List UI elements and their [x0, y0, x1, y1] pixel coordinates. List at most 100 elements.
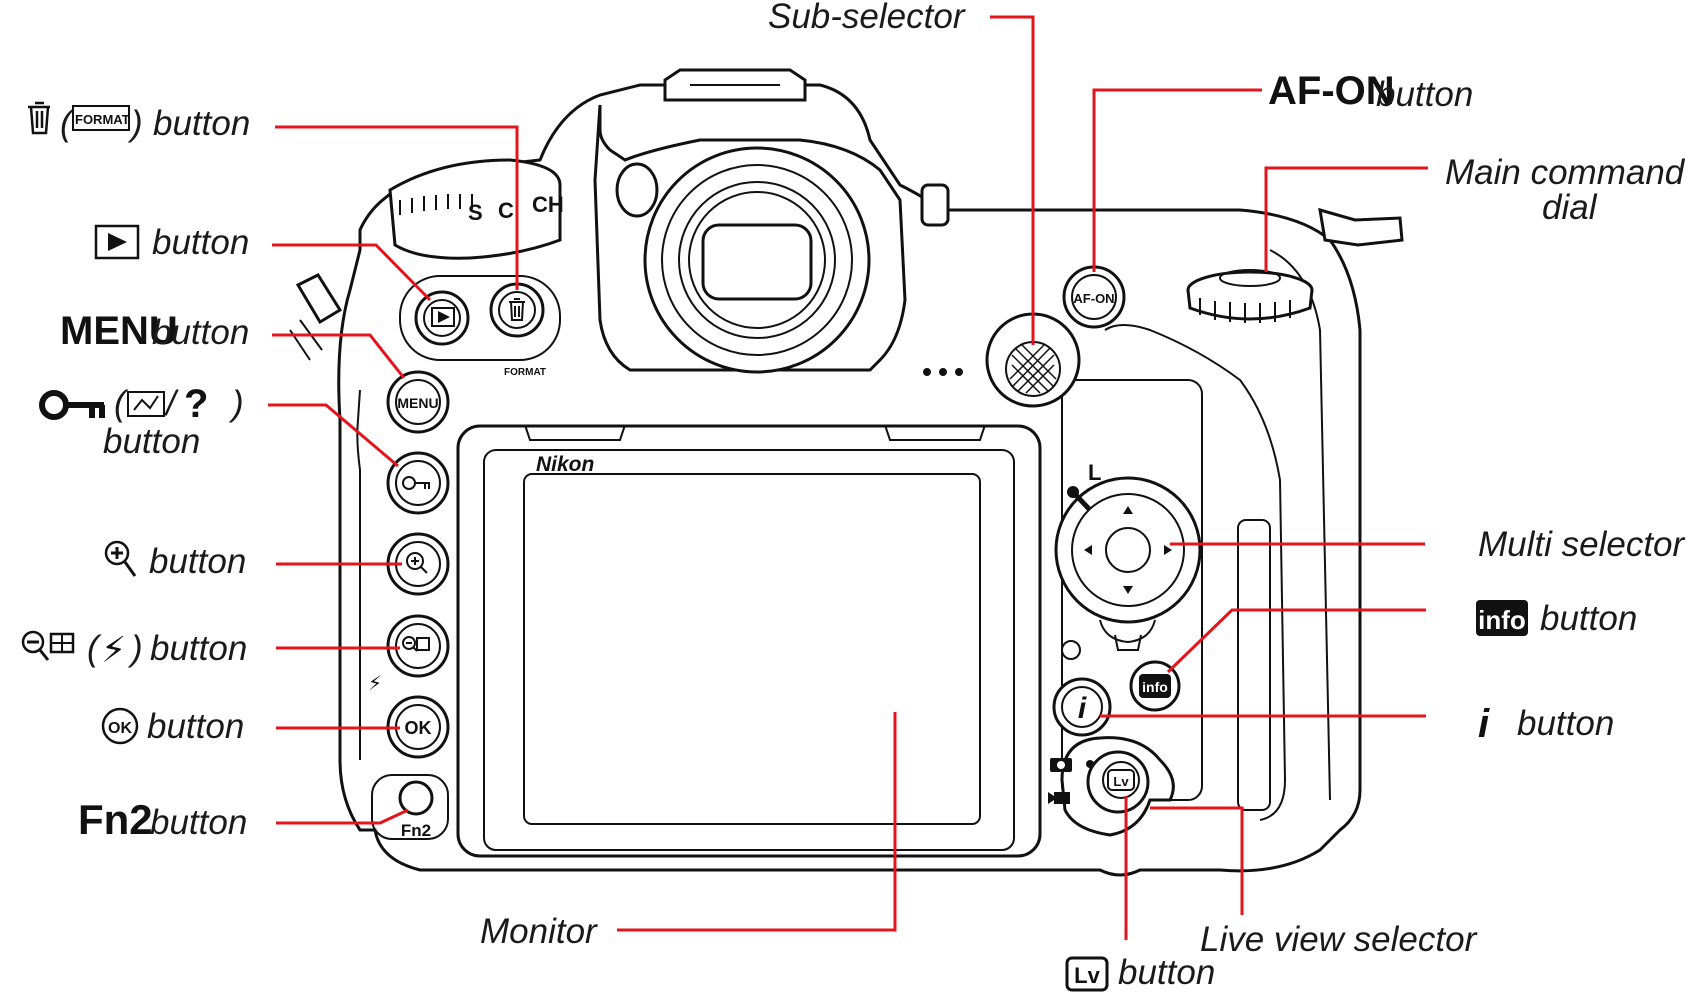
lv-callout-suffix: button [1118, 953, 1215, 992]
leader-info [1166, 608, 1426, 674]
info-callout: info button [1476, 599, 1637, 638]
info-button[interactable]: info [1129, 660, 1181, 712]
i-icon: i [1478, 702, 1490, 746]
multi-selector-control[interactable]: L [1054, 460, 1202, 651]
format-icon: FORMAT [72, 105, 130, 131]
delete-callout: ( FORMAT ) button [28, 101, 250, 143]
main-command-dial[interactable] [1186, 269, 1314, 323]
fn2-button-label: Fn2 [401, 821, 431, 840]
zoom-out-thumbnail-icon [21, 630, 75, 661]
help-icon: ? [184, 382, 208, 426]
paren-close: ) [228, 384, 244, 423]
fn2-callout-suffix: button [150, 803, 247, 842]
info-callout-suffix: button [1540, 599, 1637, 638]
lv-button-label: Lv [1113, 774, 1129, 789]
dial-c-label: C [498, 198, 514, 223]
zoom-out-thumbnail-icon [402, 636, 430, 652]
paren-open: ( [114, 384, 129, 423]
play-icon [108, 233, 127, 251]
fn2-callout-strong: Fn2 [78, 796, 153, 843]
leader-sub-selector [990, 15, 1035, 345]
left-arrow-icon [1084, 545, 1092, 555]
menu-button[interactable]: MENU [386, 370, 450, 434]
delete-button[interactable] [489, 282, 545, 338]
leader-monitor [617, 712, 897, 932]
ok-icon-text: OK [108, 720, 132, 737]
dial-s-label: S [468, 200, 483, 225]
i-button[interactable]: i [1052, 677, 1112, 737]
paren-close: ) [127, 629, 143, 668]
zoom-in-button[interactable] [386, 532, 450, 596]
retouch-icon [127, 391, 165, 417]
main-command-dial-label-line1: Main command [1445, 153, 1686, 192]
zoom-in-callout: button [104, 540, 246, 581]
right-arrow-icon [1164, 545, 1172, 555]
leader-main-command-dial [1264, 166, 1428, 272]
af-on-button[interactable]: AF-ON [1062, 265, 1126, 329]
zoom-out-callout: ( ⚡ ) button [21, 629, 247, 670]
sub-selector-control[interactable] [985, 312, 1081, 408]
playback-callout-suffix: button [152, 223, 249, 262]
delete-callout-suffix: button [153, 104, 250, 143]
leader-protect [268, 403, 399, 468]
sub-selector-label: Sub-selector [768, 0, 966, 36]
leader-lines [268, 15, 1428, 940]
trash-icon [509, 298, 525, 321]
live-view-selector-label: Live view selector [1200, 920, 1478, 959]
zoom-out-button[interactable] [386, 614, 450, 678]
protect-callout-suffix: button [103, 422, 200, 461]
menu-callout-strong: MENU [60, 309, 178, 353]
i-callout: i button [1478, 702, 1614, 746]
leader-delete [275, 125, 519, 290]
menu-callout-suffix: button [152, 313, 249, 352]
lock-l-label: L [1088, 460, 1101, 485]
leader-menu [272, 333, 406, 379]
monitor-label: Monitor [480, 912, 598, 951]
paren-open: ( [87, 629, 102, 668]
ok-button[interactable]: OK [386, 695, 450, 759]
trash-icon [28, 101, 50, 135]
movie-small-icon [1048, 792, 1070, 804]
info-icon-text: info [1478, 605, 1526, 635]
af-on-callout-suffix: button [1376, 75, 1473, 114]
ok-icon [101, 707, 139, 745]
up-arrow-icon [1123, 506, 1133, 514]
flash-icon: ⚡ [101, 629, 126, 670]
menu-button-label: MENU [397, 395, 438, 411]
leader-fn2 [276, 808, 409, 825]
af-on-button-label: AF-ON [1073, 291, 1114, 306]
ok-callout-suffix: button [147, 707, 244, 746]
main-command-dial-label-line2: dial [1542, 188, 1598, 227]
format-icon-text: FORMAT [75, 112, 130, 127]
play-icon [438, 311, 450, 323]
lv-button[interactable]: Lv [1102, 761, 1140, 799]
camera-small-icon [1050, 758, 1072, 772]
sub-selector-texture [1009, 344, 1057, 394]
left-buttons: FORMAT MENU [356, 275, 561, 840]
af-on-callout: AF-ON button [1268, 69, 1473, 114]
lv-callout: Lv button [1065, 953, 1215, 992]
slash: / [164, 384, 179, 423]
leader-af-on [1092, 88, 1262, 272]
zoom-in-icon [406, 552, 428, 574]
paren-close: ) [127, 104, 143, 143]
zoom-out-callout-suffix: button [150, 629, 247, 668]
protect-button[interactable] [386, 451, 450, 515]
i-callout-suffix: button [1517, 704, 1614, 743]
monitor: Nikon [456, 424, 1042, 858]
playback-button[interactable] [414, 290, 470, 346]
ok-button-label: OK [405, 718, 432, 738]
leader-playback [272, 243, 432, 302]
down-arrow-icon [1123, 586, 1133, 594]
zoom-in-icon [104, 540, 137, 577]
flash-small-icon: ⚡ [368, 673, 382, 695]
release-mode-dial-ticks [399, 194, 473, 215]
af-on-callout-strong: AF-ON [1268, 69, 1395, 113]
fn2-callout: Fn2 button [78, 796, 247, 843]
playback-callout: button [94, 223, 249, 262]
lv-icon [1065, 956, 1109, 992]
fn2-button[interactable]: Fn2 [371, 774, 449, 840]
format-small-label: FORMAT [504, 367, 546, 378]
zoom-in-callout-suffix: button [149, 542, 246, 581]
